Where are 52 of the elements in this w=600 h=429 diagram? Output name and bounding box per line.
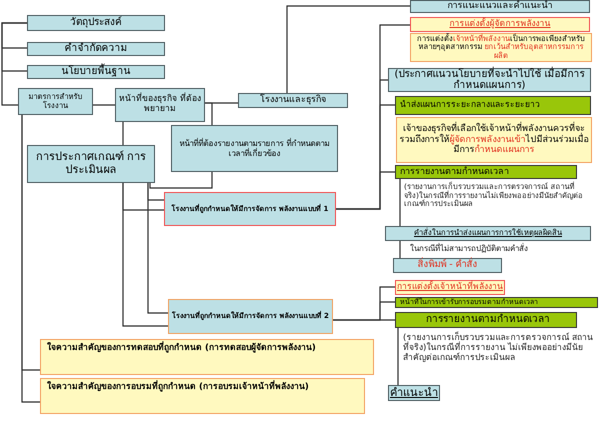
note-text: ในกรณีที่ไม่สามารถปฏิบัติตามคำสั่ง bbox=[410, 244, 529, 254]
process-box bbox=[171, 125, 338, 172]
box-label: วัตถุประสงค์ bbox=[70, 17, 122, 29]
box-label: การประกาศเกณฑ์ การประเมินผล bbox=[34, 151, 148, 177]
process-box bbox=[27, 42, 165, 56]
connector-line bbox=[149, 172, 213, 189]
process-box bbox=[410, 17, 590, 32]
process-box bbox=[410, 33, 592, 62]
process-box bbox=[396, 117, 592, 163]
box-label: คำจำกัดความ bbox=[64, 43, 128, 55]
box-label: การแนะแนวและคำแนะนำ bbox=[448, 1, 552, 12]
process-box bbox=[115, 88, 205, 122]
connector-line bbox=[399, 179, 401, 226]
process-box bbox=[18, 88, 93, 115]
connector-line bbox=[336, 171, 395, 210]
connector-line bbox=[286, 5, 410, 93]
connector-line bbox=[147, 183, 168, 314]
connector-line bbox=[122, 183, 168, 327]
box-label: (ประกาศแนวนโยบายที่จะนำไปใช้ เมื่อมีการกำหนดแผนการ) bbox=[393, 68, 586, 92]
process-box bbox=[385, 226, 591, 241]
box-label: การแต่งตั้งผู้จัดการพลังงาน bbox=[450, 20, 550, 30]
connector-line bbox=[399, 241, 401, 258]
box-label: การรายงานตามกำหนดเวลา bbox=[426, 314, 550, 326]
process-box bbox=[164, 192, 336, 226]
process-box bbox=[395, 297, 598, 308]
process-box bbox=[238, 93, 348, 108]
box-label: การแต่งตั้งเจ้าหน้าที่พลังงาน bbox=[397, 282, 503, 292]
process-box bbox=[40, 378, 365, 414]
box-label: เจ้าของธุรกิจที่เลือกใช้เจ้าหน้าที่พลังงานควรที่จะรวมถึงการให้ผู้จัดการพลังงานเข้าไปมีส่วนร่วมเมื่อมีการกำหนดแผนการ bbox=[397, 124, 591, 156]
box-label: นำส่งแผนการระยะกลางและระยะยาว bbox=[400, 100, 540, 110]
connector-line bbox=[205, 102, 213, 125]
process-box bbox=[27, 145, 155, 183]
connector-line bbox=[397, 328, 399, 385]
box-label: โรงงานและธุรกิจ bbox=[260, 95, 326, 106]
process-box bbox=[27, 15, 165, 31]
box-label: การรายงานตามกำหนดเวลา bbox=[400, 166, 509, 178]
connector-line bbox=[333, 319, 395, 321]
connector-line bbox=[1, 22, 27, 106]
note-text: (รายงานการเก็บรวบรวมและการตรวจการณ์ สถานที่จริง)ในกรณีที่การรายงาน ไม่เพียงพออย่างมีนัยสำคัญต่อเกณฑ์การประเมินผล bbox=[403, 334, 594, 364]
process-box bbox=[27, 65, 165, 79]
process-box bbox=[395, 96, 591, 115]
process-box bbox=[395, 312, 577, 328]
process-box bbox=[393, 258, 502, 273]
connector-line bbox=[93, 104, 115, 106]
process-box bbox=[168, 299, 333, 334]
box-label: หน้าที่ที่ต้องรายงานตามรายการ ที่กำหนดตามเวลาที่เกี่ยวข้อง bbox=[178, 139, 330, 158]
box-label: คำแนะนำ bbox=[390, 386, 438, 400]
process-box bbox=[410, 0, 590, 13]
box-label: นโยบายพื้นฐาน bbox=[62, 66, 130, 78]
process-box bbox=[40, 339, 374, 375]
connector-line bbox=[122, 122, 124, 145]
process-box bbox=[395, 165, 577, 179]
